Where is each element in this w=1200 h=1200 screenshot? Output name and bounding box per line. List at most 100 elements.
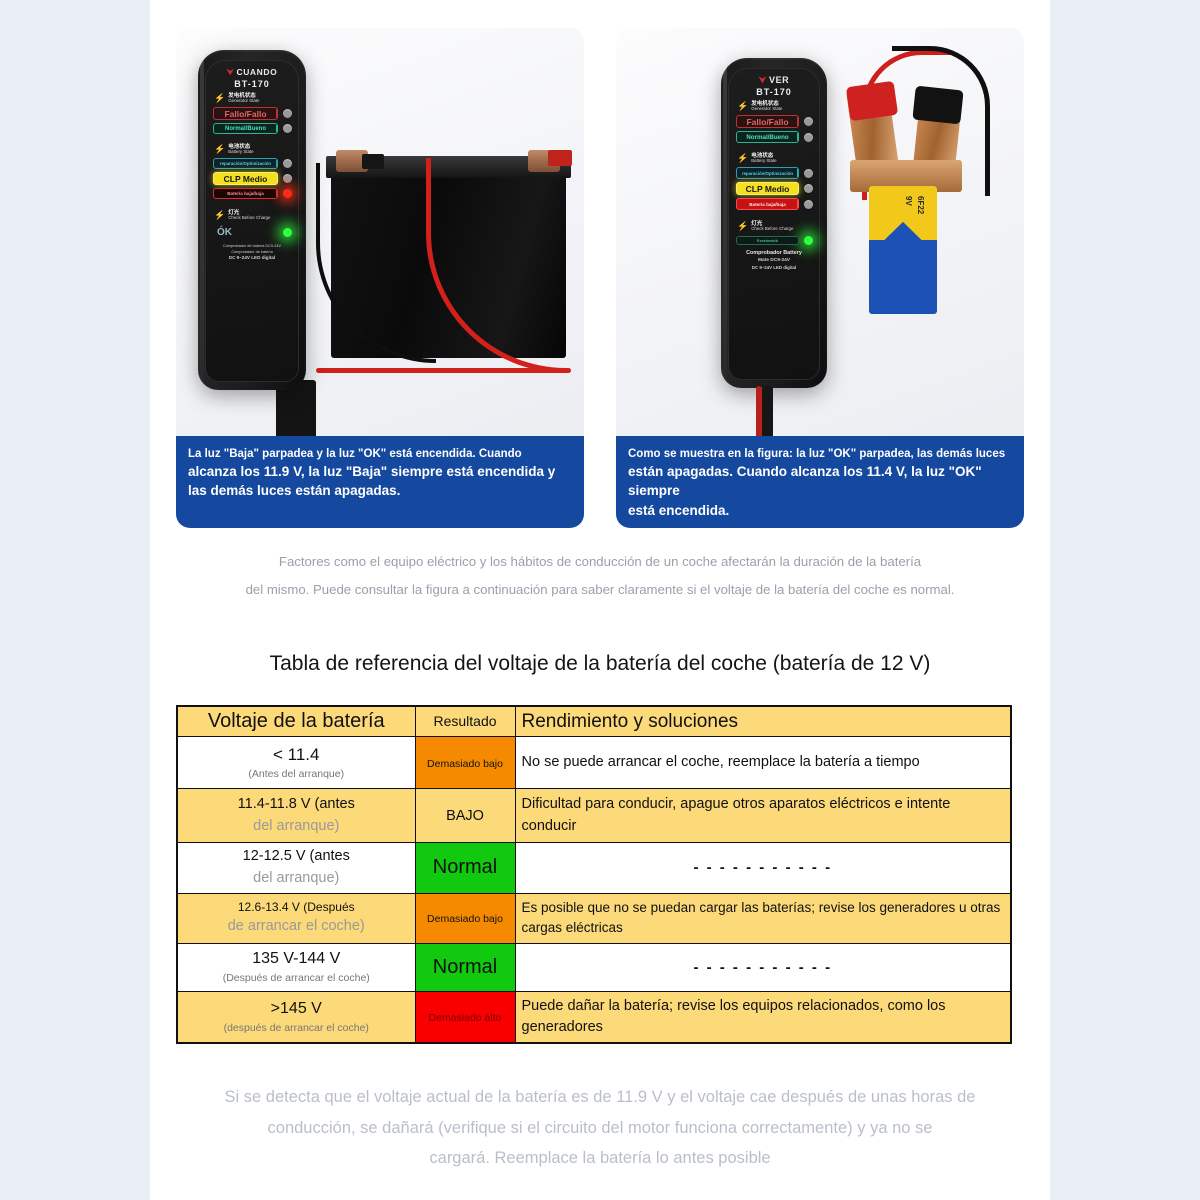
brand-text: VER <box>768 75 790 85</box>
bolt-icon: ⚡ <box>737 101 749 111</box>
device-footer-left: Comprobador de batería DC9-24V Comprobad… <box>212 244 292 262</box>
section-label-en: Generator State <box>228 98 260 104</box>
section-check-before-charge-right: ⚡ 灯光 Check Before Charge <box>737 221 813 232</box>
intro-paragraph: Factores como el equipo eléctrico y los … <box>180 548 1020 603</box>
status-bar: reparación/Optimización <box>736 167 799 179</box>
caption-line-2: alcanza los 11.9 V, la luz "Baja" siempr… <box>188 464 556 480</box>
wire-red-tail <box>316 368 571 373</box>
footer-line-1: Comprobador Battery <box>746 250 802 256</box>
header-performance-label: Rendimiento y soluciones <box>521 710 739 732</box>
table-title: Tabla de referencia del voltaje de la ba… <box>269 652 931 675</box>
cell-result: Demasiado bajo <box>414 892 516 944</box>
status-led-fallo <box>283 109 292 118</box>
table-row: 135 V-144 V (Después de arrancar el coch… <box>176 942 1012 992</box>
caption-left: La luz "Baja" parpadea y la luz "OK" est… <box>176 436 584 528</box>
voltage-main: 12.6-13.4 V (Después <box>237 900 355 915</box>
cell-result: Normal <box>414 942 516 992</box>
table-row: 12-12.5 V (antes del arranque) Normal - … <box>176 842 1012 894</box>
caption-line-3: las demás luces están apagadas. <box>188 483 401 499</box>
voltage-sub: (después de arrancar el coche) <box>223 1021 369 1034</box>
status-bar: Fallo/Fallo <box>213 107 278 120</box>
status-bar: Normal/Bueno <box>213 123 278 134</box>
battery-9v-type-label: 6F22 <box>916 196 925 215</box>
cell-voltage: >145 V (después de arrancar el coche) <box>176 990 416 1044</box>
cell-description: - - - - - - - - - - - <box>514 842 1012 894</box>
voltage-sub: del arranque) <box>253 817 340 834</box>
status-row-normal-left: Normal/Bueno <box>213 123 292 134</box>
status-row-bateria-baja-left: Batería baja/baja <box>213 188 292 199</box>
device-cable-right <box>762 386 773 436</box>
bolt-icon: ⚡ <box>214 210 226 220</box>
section-check-before-charge-left: ⚡ 灯光 Check Before Charge <box>214 210 292 221</box>
caption-line-2: están apagadas. Cuando alcanza los 11.4 … <box>628 464 982 499</box>
device-cable-red-right <box>756 386 762 436</box>
device-model-left: BT-170 <box>234 79 270 89</box>
section-generator-state-right: ⚡ 发电机状态 Generator State <box>737 101 813 112</box>
cell-voltage: < 11.4 (Antes del arranque) <box>176 736 416 789</box>
status-led-clp-medio <box>283 174 292 183</box>
status-row-fallo-right: Fallo/Fallo <box>736 115 813 128</box>
caption-line-1: La luz "Baja" parpadea y la luz "OK" est… <box>188 448 522 460</box>
section-label-cn: 灯光 <box>751 220 763 227</box>
cell-voltage: 12.6-13.4 V (Después de arrancar el coch… <box>176 892 416 944</box>
footer-line-3: DC 9–24V LED digital <box>228 255 276 260</box>
cell-description: Es posible que no se puedan cargar las b… <box>514 892 1012 944</box>
section-label-en: Check Before Charge <box>228 215 271 221</box>
closing-line-3: cargará. Reemplace la batería lo antes p… <box>429 1149 771 1168</box>
device-screen-right: ⮟VER BT-170 ⚡ 发电机状态 Generator State Fall… <box>728 68 820 380</box>
result-label: Normal <box>432 955 498 978</box>
status-row-clp-medio-right: CLP Medio <box>736 182 813 195</box>
voltage-main: 135 V-144 V <box>252 950 341 968</box>
status-bar: CLP Medio <box>213 172 278 185</box>
device-screen-left: ⮟CUANDO BT-170 ⚡ 发电机状态 Generator State F… <box>205 60 299 382</box>
status-row-normal-right: Normal/Bueno <box>736 131 813 143</box>
caption-right: Como se muestra en la figura: la luz "OK… <box>616 436 1024 528</box>
status-led-clp-medio <box>804 184 813 193</box>
status-led-normal <box>283 124 292 133</box>
battery-tester-device-left: ⮟CUANDO BT-170 ⚡ 发电机状态 Generator State F… <box>198 50 306 390</box>
product-page: ⮟CUANDO BT-170 ⚡ 发电机状态 Generator State F… <box>150 0 1050 1200</box>
cell-description: No se puede arrancar el coche, reemplace… <box>514 736 1012 789</box>
cell-result: BAJO <box>414 788 516 843</box>
clamp-wire-black <box>892 46 990 196</box>
footer-line-2: Mate DC9-24V <box>758 257 790 263</box>
product-photo-right: 6F22 9V ⮟VER BT-170 ⚡ 发电机状态 <box>616 28 1024 436</box>
table-row: 11.4-11.8 V (antes del arranque) BAJO Di… <box>176 788 1012 843</box>
header-cell-voltage: Voltaje de la batería <box>176 705 416 737</box>
status-led-bateria-baja <box>283 189 292 198</box>
status-row-clp-medio-left: CLP Medio <box>213 172 292 185</box>
caption-line-3: está encendida. <box>628 502 730 518</box>
table-header-row: Voltaje de la batería Resultado Rendimie… <box>176 705 1012 737</box>
closing-paragraph: Si se detecta que el voltaje actual de l… <box>170 1082 1030 1174</box>
section-battery-state-right: ⚡ 电池状态 Battery State <box>737 153 813 164</box>
header-cell-performance: Rendimiento y soluciones <box>514 705 1012 737</box>
header-voltage-label: Voltaje de la batería <box>207 710 385 732</box>
section-label-en: Battery State <box>751 158 777 164</box>
section-generator-state-left: ⚡ 发电机状态 Generator State <box>214 93 292 104</box>
description-text: Dificultad para conducir, apague otros a… <box>521 796 951 834</box>
bolt-icon: ⚡ <box>737 153 749 163</box>
device-footer-right: Comprobador Battery Mate DC9-24V DC 9–24… <box>735 250 813 271</box>
photo-panel-right: 6F22 9V ⮟VER BT-170 ⚡ 发电机状态 <box>616 28 1024 528</box>
status-bar: Batería baja/baja <box>736 198 799 210</box>
status-led-fallo <box>804 117 813 126</box>
status-led-ok <box>283 227 292 237</box>
battery-9v: 6F22 9V <box>869 186 937 314</box>
alligator-clamp-black-boot <box>912 85 964 125</box>
status-bar: Excelente/k <box>736 236 799 245</box>
status-led-normal <box>804 132 813 142</box>
status-row-ok-left: ÓK <box>213 225 292 239</box>
status-bar: Normal/Bueno <box>736 131 799 143</box>
product-photo-left: ⮟CUANDO BT-170 ⚡ 发电机状态 Generator State F… <box>176 28 584 436</box>
cell-voltage: 135 V-144 V (Después de arrancar el coch… <box>176 942 416 992</box>
status-bar: Fallo/Fallo <box>736 115 799 128</box>
voltage-main: 12-12.5 V (antes <box>242 848 350 864</box>
status-row-fallo-left: Fallo/Fallo <box>213 107 292 120</box>
section-label-cn: 发电机状态 <box>751 100 779 107</box>
status-row-ok-right: Excelente/k <box>736 236 813 245</box>
status-led-bateria-baja <box>804 199 813 209</box>
voltage-reference-table: Voltaje de la batería Resultado Rendimie… <box>176 705 1012 1044</box>
description-text: Es posible que no se puedan cargar las b… <box>521 900 1001 935</box>
section-label-cn: 电池状态 <box>228 143 251 150</box>
voltage-sub: del arranque) <box>253 869 340 886</box>
